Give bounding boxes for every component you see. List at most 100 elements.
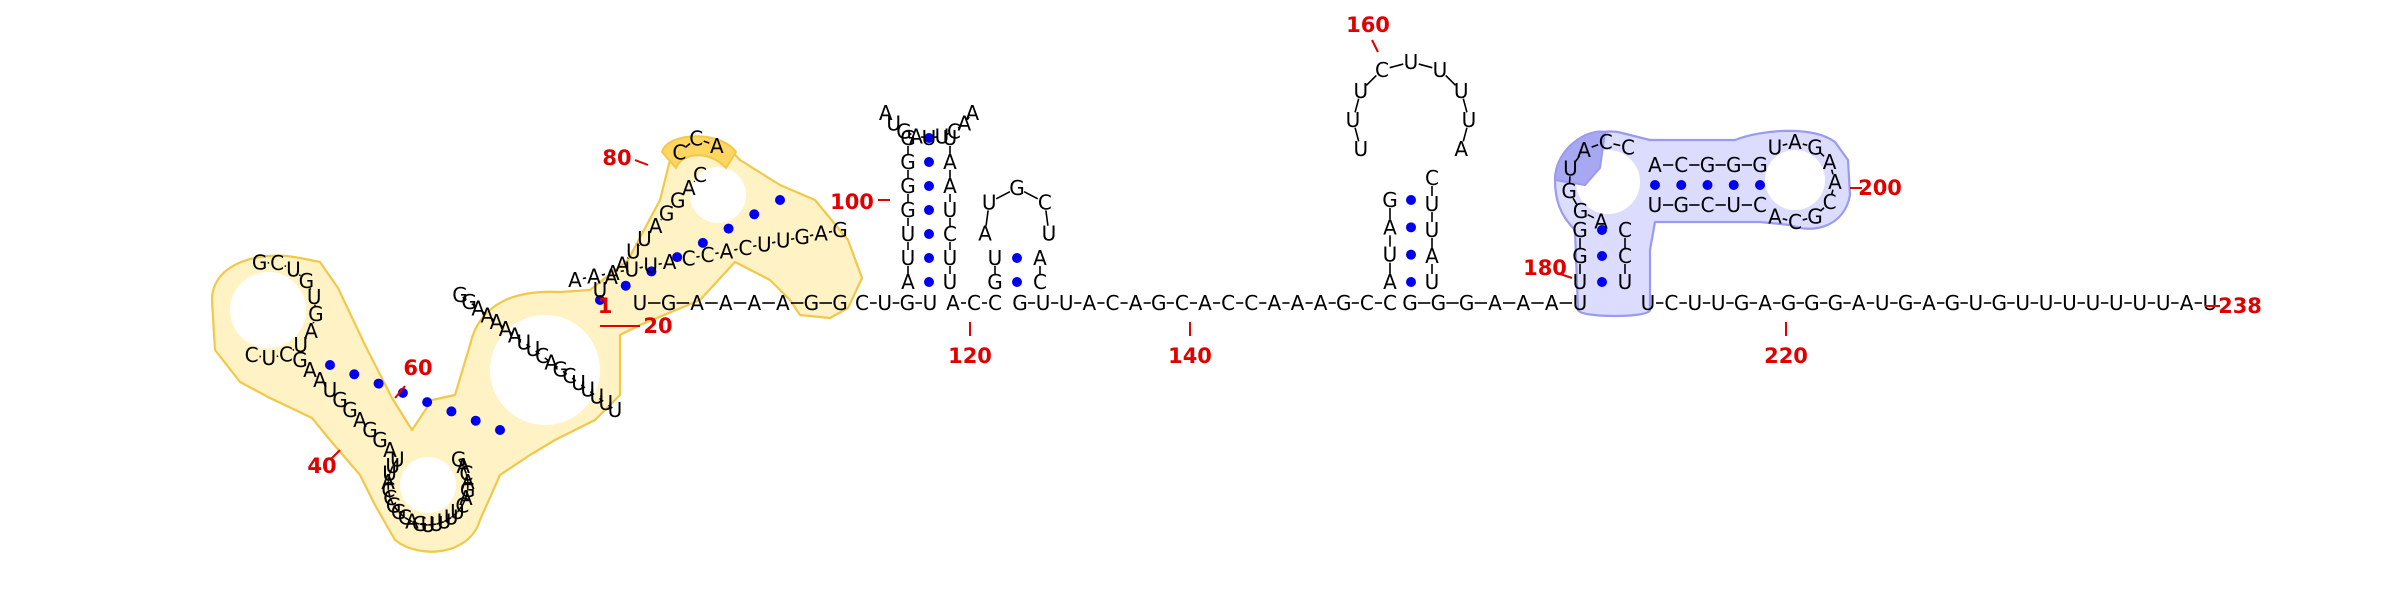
yellow-lower-link (608, 404, 613, 409)
position-label-100: 100 (830, 190, 874, 214)
spine-3-nt: U (1969, 291, 1984, 315)
yellow-left-loop-link (309, 287, 312, 290)
yellow-upper-inner-link (637, 244, 640, 247)
yellow-bottom-loop-nt: G (391, 500, 407, 524)
base-pair-dot (697, 237, 708, 248)
yellow-bottom-loop-link (393, 505, 400, 513)
blue-stem-left-nt: G (1572, 218, 1588, 242)
blue-stem-right-nt: C (1618, 244, 1632, 268)
yellow-bottom-loop-link (456, 505, 463, 513)
base-pair-dot (672, 252, 683, 263)
loop-100-nt: G (896, 119, 912, 143)
loop-small-nt: U (982, 190, 997, 214)
yellow-bottom-loop-nt: U (385, 454, 400, 478)
yellow-bottom-loop-link (387, 490, 391, 499)
loop-small-link (1023, 190, 1039, 200)
base-pair-dot (620, 280, 631, 291)
loop-160-link (1462, 127, 1468, 142)
yellow-upper-inner-nt: U (637, 227, 652, 251)
stem-100-right-nt: U (943, 270, 958, 294)
spine-2-nt: G (1431, 291, 1447, 315)
position-tick (1559, 273, 1573, 279)
blue-left-loop-link (1613, 143, 1621, 147)
yellow-upper-outer-nt: G (832, 218, 848, 242)
yellow-left-loop2-link (363, 423, 367, 427)
spine-3-nt: U (2086, 291, 2101, 315)
position-label-80: 80 (602, 146, 631, 170)
spine-3-nt: G (1828, 291, 1844, 315)
base-pair-dot (595, 295, 605, 305)
yellow-left-loop2-link (313, 373, 317, 377)
linker-b-nt: A (946, 291, 960, 315)
yellow-bottom-loop-nt: U (444, 506, 459, 530)
yellow-lower-link (507, 330, 513, 335)
yellow-lower-nt: C (535, 344, 549, 368)
yellow-lower-link (580, 384, 586, 389)
yellow-bottom-loop-link (419, 523, 428, 526)
yellow-bottom-loop-link (389, 497, 395, 506)
base-pair-dot (1012, 253, 1022, 263)
base-pair-dot (1406, 222, 1416, 233)
yellow-bottom-loop-nt: A (456, 454, 470, 478)
base-pair-dot (749, 209, 760, 220)
loop-small-nt: A (978, 222, 992, 246)
yellow-upper-outer-nt: U (757, 232, 772, 256)
yellow-lower-nt: U (571, 371, 586, 395)
yellow-bottom-loop-nt: C (381, 478, 395, 502)
spine-1-nt: G (1336, 291, 1352, 315)
spine-3-nt: A (1852, 291, 1866, 315)
yellow-bottom-loop-nt: G (386, 494, 402, 518)
yellow-bottom-loop-link (462, 466, 468, 474)
position-label-1: 1 (598, 294, 613, 318)
yellow-left-loop2-nt: A (383, 438, 397, 462)
stem-100-left-nt: G (900, 126, 916, 150)
yellow-upper-inner-link (604, 282, 607, 285)
blue-right-loop-link (1820, 207, 1825, 212)
loop-100-nt: U (922, 126, 937, 150)
left-tail-nt: G (832, 291, 848, 315)
blue-stem-left-nt: G (1572, 244, 1588, 268)
spine-1-nt: C (1175, 291, 1189, 315)
blue-inner-bottom-nt: U (1726, 193, 1741, 217)
yellow-bottom-loop-link (443, 517, 452, 523)
yellow-lower-nt: A (499, 317, 513, 341)
yellow-lower-link (562, 370, 568, 375)
yellow-upper-inner-nt: A (615, 252, 629, 276)
spine-3-nt: U (2132, 291, 2147, 315)
yellow-lower-link (553, 364, 559, 369)
loop-100-link (888, 116, 892, 120)
spine-3-nt: U (1875, 291, 1890, 315)
yellow-upper-outer-link (715, 252, 719, 255)
stem-160-left-nt: G (1382, 188, 1398, 212)
base-pair-dot (1650, 180, 1660, 190)
spine-2-nt: U (1573, 291, 1588, 315)
yellow-upper-outer-nt: A (720, 239, 734, 263)
base-pair-dot (646, 266, 657, 277)
yellow-lower-link (526, 343, 531, 348)
yellow-upper-inner-nt: A (649, 214, 663, 238)
yellow-upper-outer-link (828, 230, 833, 233)
stem-100-left-nt: A (901, 270, 915, 294)
loop-small-nt: C (1038, 190, 1052, 214)
base-pair-dot (1702, 180, 1713, 190)
yellow-left-loop-nt: G (308, 302, 324, 326)
yellow-upper-outer-link (601, 273, 606, 276)
left-tail-nt: A (776, 291, 790, 315)
spine-1-nt: U (1059, 291, 1074, 315)
yellow-left-loop-nt: U (286, 257, 301, 281)
loop-160-link (1462, 98, 1468, 113)
yellow-lower-nt: U (526, 337, 541, 361)
loop-100-link (966, 116, 970, 120)
loop-100-nt: U (886, 111, 901, 135)
blue-left-loop-link (1574, 155, 1580, 163)
loop-160-nt: U (1433, 58, 1448, 82)
blue-stem-left-nt: U (1573, 270, 1588, 294)
blue-inner-top-nt: G (1752, 153, 1768, 177)
stem-100-right-nt: U (943, 126, 958, 150)
yellow-lower-nt: U (580, 378, 595, 402)
yellow-left-loop2-link (383, 443, 387, 447)
yellow-upper-outer-nt: A (814, 222, 828, 246)
spine-3-nt: G (1898, 291, 1914, 315)
stem-100-right-nt: A (943, 174, 957, 198)
